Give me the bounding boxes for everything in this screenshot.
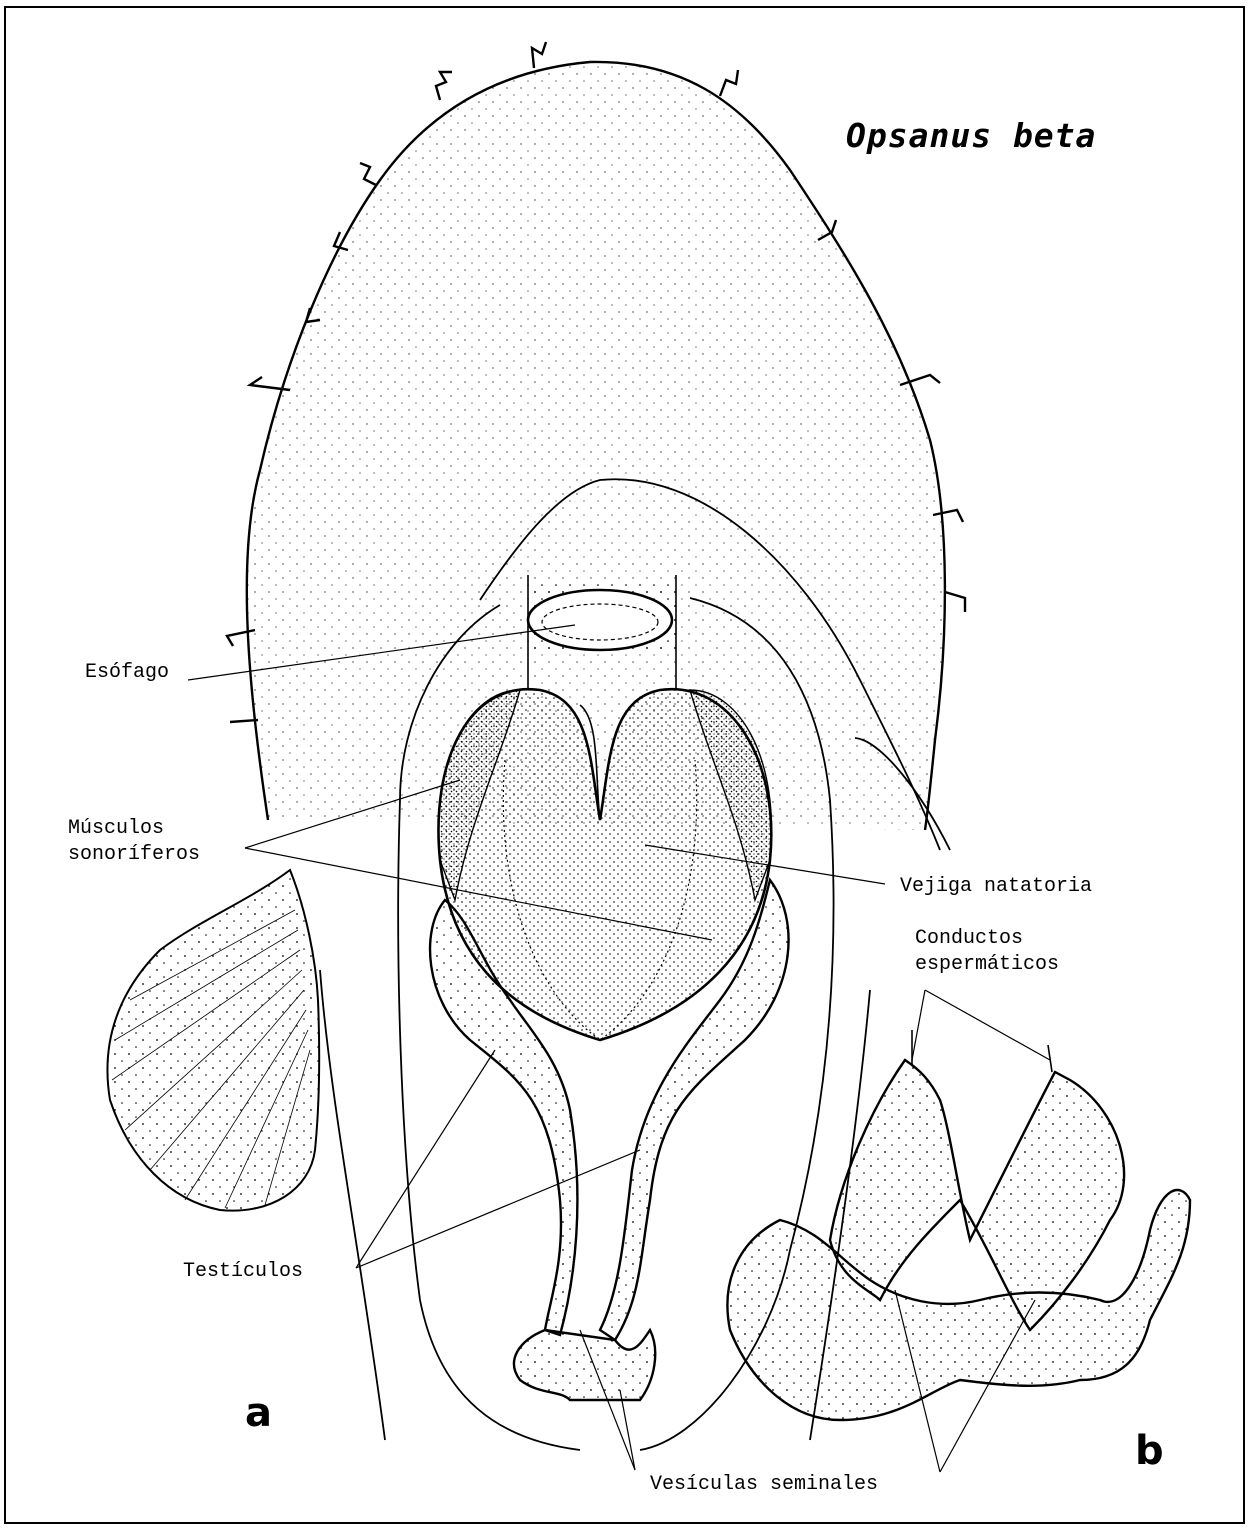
- label-musculos-line1: Músculos: [68, 816, 164, 842]
- label-esofago: Esófago: [85, 660, 169, 686]
- panel-b-organs: [727, 1030, 1190, 1420]
- pectoral-fin: [107, 870, 319, 1211]
- label-conductos-line2: espermáticos: [915, 952, 1059, 978]
- label-vesiculas: Vesículas seminales: [650, 1472, 878, 1498]
- label-vejiga: Vejiga natatoria: [900, 874, 1092, 900]
- panel-label-b: b: [1135, 1428, 1164, 1474]
- label-conductos-line1: Conductos: [915, 926, 1023, 952]
- species-title: Opsanus beta: [846, 116, 1096, 155]
- label-testiculos: Testículos: [183, 1259, 303, 1285]
- label-musculos-line2: sonoríferos: [68, 842, 200, 868]
- head-stipple: [247, 62, 945, 830]
- panel-label-a: a: [245, 1390, 272, 1436]
